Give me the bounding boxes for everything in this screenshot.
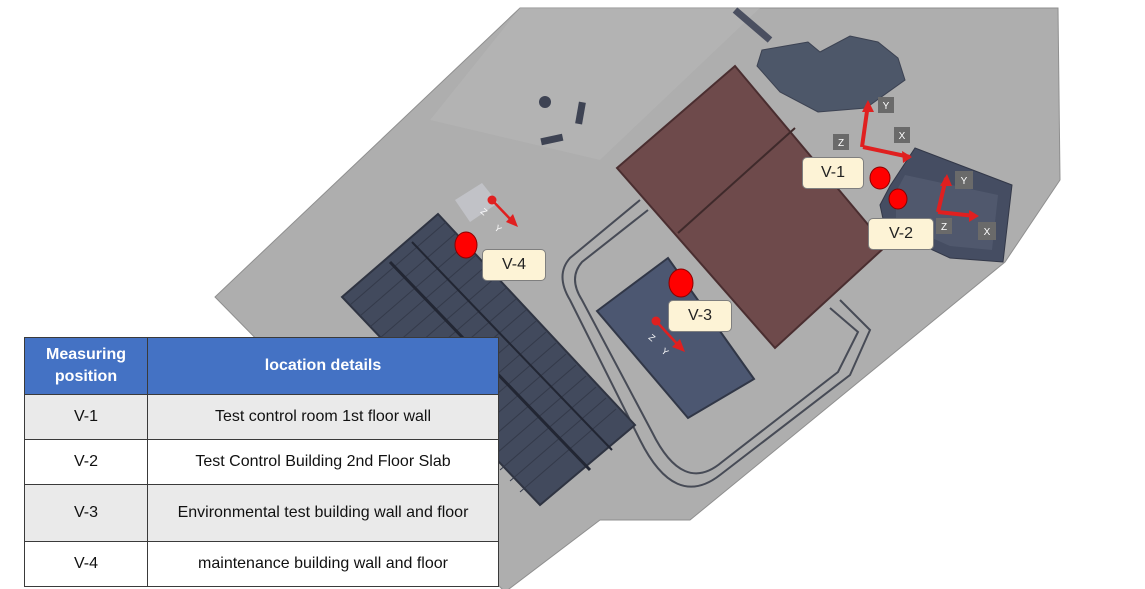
v2-label-tag[interactable]: V-2 (868, 218, 934, 250)
row-location: Test Control Building 2nd Floor Slab (147, 439, 499, 485)
tree-marker (539, 96, 551, 108)
row-position: V-1 (24, 394, 148, 440)
table-row: V-3 Environmental test building wall and… (24, 484, 499, 542)
small-structure-a (575, 101, 586, 125)
v3-axis-triad (651, 316, 685, 352)
maintenance-divider-2 (411, 241, 613, 451)
v4-label-tag[interactable]: V-4 (482, 249, 546, 281)
ring-road-outer (561, 199, 872, 488)
v4-axis-y: Y (492, 223, 503, 235)
small-structure-b (540, 133, 564, 146)
v2-marker-dot[interactable] (888, 188, 908, 210)
v3-marker-dot[interactable] (668, 268, 694, 298)
row-position: V-4 (24, 541, 148, 587)
table-header-row: Measuring position location details (24, 337, 499, 395)
v2-axis-z: Z (941, 222, 947, 233)
ring-road-inner (574, 209, 860, 475)
v1-axis-x: X (899, 131, 906, 142)
location-details-table: Measuring position location details V-1 … (24, 337, 499, 587)
v2-axis-x: X (984, 227, 991, 238)
site-ground-shade (430, 8, 760, 160)
row-location: Environmental test building wall and flo… (147, 484, 499, 542)
v3-label-tag[interactable]: V-3 (668, 300, 732, 332)
v1-axis-y: Y (883, 101, 890, 112)
v4-axis-triad (487, 195, 518, 227)
table-row: V-4 maintenance building wall and floor (24, 541, 499, 587)
v1-marker-dot[interactable] (869, 166, 891, 190)
header-location-details: location details (147, 337, 499, 395)
table-row: V-2 Test Control Building 2nd Floor Slab (24, 439, 499, 485)
v2-axis-triad (936, 171, 996, 240)
maintenance-annex (455, 183, 498, 222)
v4-axis-z: Z (479, 206, 490, 218)
v3-axis-y: Y (659, 346, 670, 358)
v3-axis-z: Z (647, 332, 658, 344)
row-location: maintenance building wall and floor (147, 541, 499, 587)
table-row: V-1 Test control room 1st floor wall (24, 394, 499, 440)
header-measuring-position: Measuring position (24, 337, 148, 395)
building-top-right (756, 35, 906, 113)
v2-axis-y: Y (961, 176, 968, 187)
environmental-test-building (595, 256, 756, 420)
access-road (732, 7, 773, 43)
row-position: V-2 (24, 439, 148, 485)
v4-marker-dot[interactable] (454, 231, 478, 259)
brown-building-ridge (677, 127, 796, 234)
v1-axis-triad (833, 97, 912, 163)
row-position: V-3 (24, 484, 148, 542)
row-location: Test control room 1st floor wall (147, 394, 499, 440)
v1-axis-z: Z (838, 138, 844, 149)
v1-label-tag[interactable]: V-1 (802, 157, 864, 189)
